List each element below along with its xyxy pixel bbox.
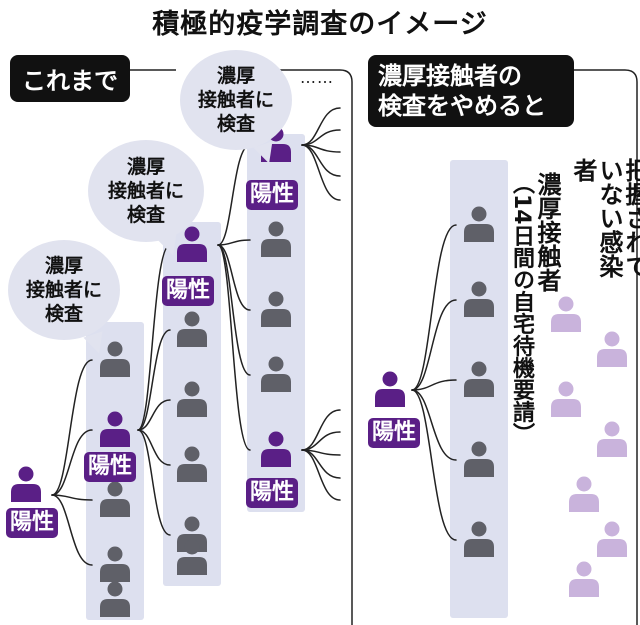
positive-label-root: 陽性 (6, 508, 59, 538)
branch-right-2 (411, 379, 457, 391)
person-gen3-1 (261, 221, 291, 257)
bubble-line: 濃厚 (44, 255, 83, 277)
person-gen1-1 (100, 411, 130, 447)
person-gen3-2 (261, 291, 291, 327)
branch-right-3 (411, 389, 457, 461)
person-gen2-2 (177, 381, 207, 417)
branch-gen2-4 (217, 244, 251, 451)
person-gen1-extra (100, 581, 130, 617)
branch-root-1 (51, 429, 93, 496)
bubble-line: 接触者に (25, 279, 102, 301)
branch-gen1-1 (137, 329, 171, 431)
diagram-title: 積極的疫学調査のイメージ (152, 9, 488, 40)
unknown-line-2: いない感染者 (569, 158, 623, 278)
branch-root-0 (51, 359, 93, 496)
branch-gen1-2 (137, 399, 171, 431)
person-gen2-extra (177, 539, 207, 575)
bubble-line: 検査 (44, 303, 83, 325)
person-contact-0 (464, 206, 494, 242)
person-unknown-5 (597, 521, 627, 557)
person-unknown-6 (569, 561, 599, 597)
bubble-line: 検査 (126, 204, 165, 226)
person-unknown-1 (597, 331, 627, 367)
branch-gen2-1 (217, 239, 251, 246)
unknown-infected-label: 把握されて いない感染者 (569, 158, 640, 298)
left-panel-header: これまで (10, 55, 130, 102)
person-gen3-4 (261, 431, 291, 467)
speech-bubble-gen1: 濃厚 接触者に 検査 (8, 240, 120, 340)
bubble-line: 接触者に (107, 180, 184, 202)
person-unknown-2 (551, 381, 581, 417)
branch-root-2 (51, 494, 93, 501)
speech-bubble-gen2: 濃厚 接触者に 検査 (88, 140, 204, 242)
bubble-line: 接触者に (197, 89, 274, 111)
contacts-label: 濃厚接触者（14日間の自宅待機要請） (508, 172, 561, 622)
right-panel-header: 濃厚接触者の 検査をやめると (368, 55, 574, 127)
bubble-line: 検査 (216, 113, 255, 135)
positive-label-gen3b: 陽性 (246, 478, 299, 508)
person-contact-2 (464, 361, 494, 397)
positive-label-gen2: 陽性 (162, 276, 215, 306)
person-contact-3 (464, 441, 494, 477)
person-gen2-1 (177, 311, 207, 347)
positive-label-right: 陽性 (368, 418, 421, 448)
person-positive-right (375, 371, 405, 407)
contacts-label-main: 濃厚接触者 (533, 172, 561, 292)
branch-gen3b-4 (301, 449, 341, 501)
speech-bubble-gen3: 濃厚 接触者に 検査 (180, 50, 292, 150)
person-unknown-4 (569, 476, 599, 512)
branch-root-3 (51, 494, 93, 566)
positive-label-gen3a: 陽性 (246, 180, 299, 210)
unknown-line-1: 把握されて (621, 158, 640, 278)
right-header-line-2: 検査をやめると (378, 92, 546, 120)
bubble-line: 濃厚 (216, 65, 255, 87)
person-contact-4 (464, 521, 494, 557)
contacts-label-note: （14日間の自宅待機要請） (509, 172, 534, 445)
person-unknown-3 (597, 421, 627, 457)
branch-gen3b-1 (301, 431, 341, 451)
branch-right-4 (411, 389, 457, 541)
positive-label-gen1: 陽性 (84, 452, 137, 482)
branch-gen1-3 (137, 429, 171, 466)
left-frame-line-2 (280, 69, 353, 625)
branch-gen3a-4 (301, 144, 341, 201)
continuation-dots: …… (300, 68, 334, 87)
branch-gen1-4 (137, 429, 171, 536)
branch-right-0 (411, 224, 457, 391)
person-gen2-3 (177, 446, 207, 482)
person-gen1-2 (100, 481, 130, 517)
person-contact-1 (464, 281, 494, 317)
person-positive-root (11, 466, 41, 502)
person-gen1-3 (100, 546, 130, 582)
person-gen3-3 (261, 356, 291, 392)
branch-gen3b-0 (301, 409, 341, 451)
person-gen1-0 (100, 341, 130, 377)
branch-gen2-3 (217, 244, 251, 376)
person-gen2-0 (177, 226, 207, 262)
branch-right-1 (411, 299, 457, 391)
right-frame-line (574, 69, 638, 625)
branch-gen2-2 (217, 244, 251, 311)
person-unknown-0 (551, 296, 581, 332)
right-header-line-1: 濃厚接触者の (378, 62, 522, 90)
branch-gen3a-0 (301, 107, 341, 146)
bubble-line: 濃厚 (126, 156, 165, 178)
